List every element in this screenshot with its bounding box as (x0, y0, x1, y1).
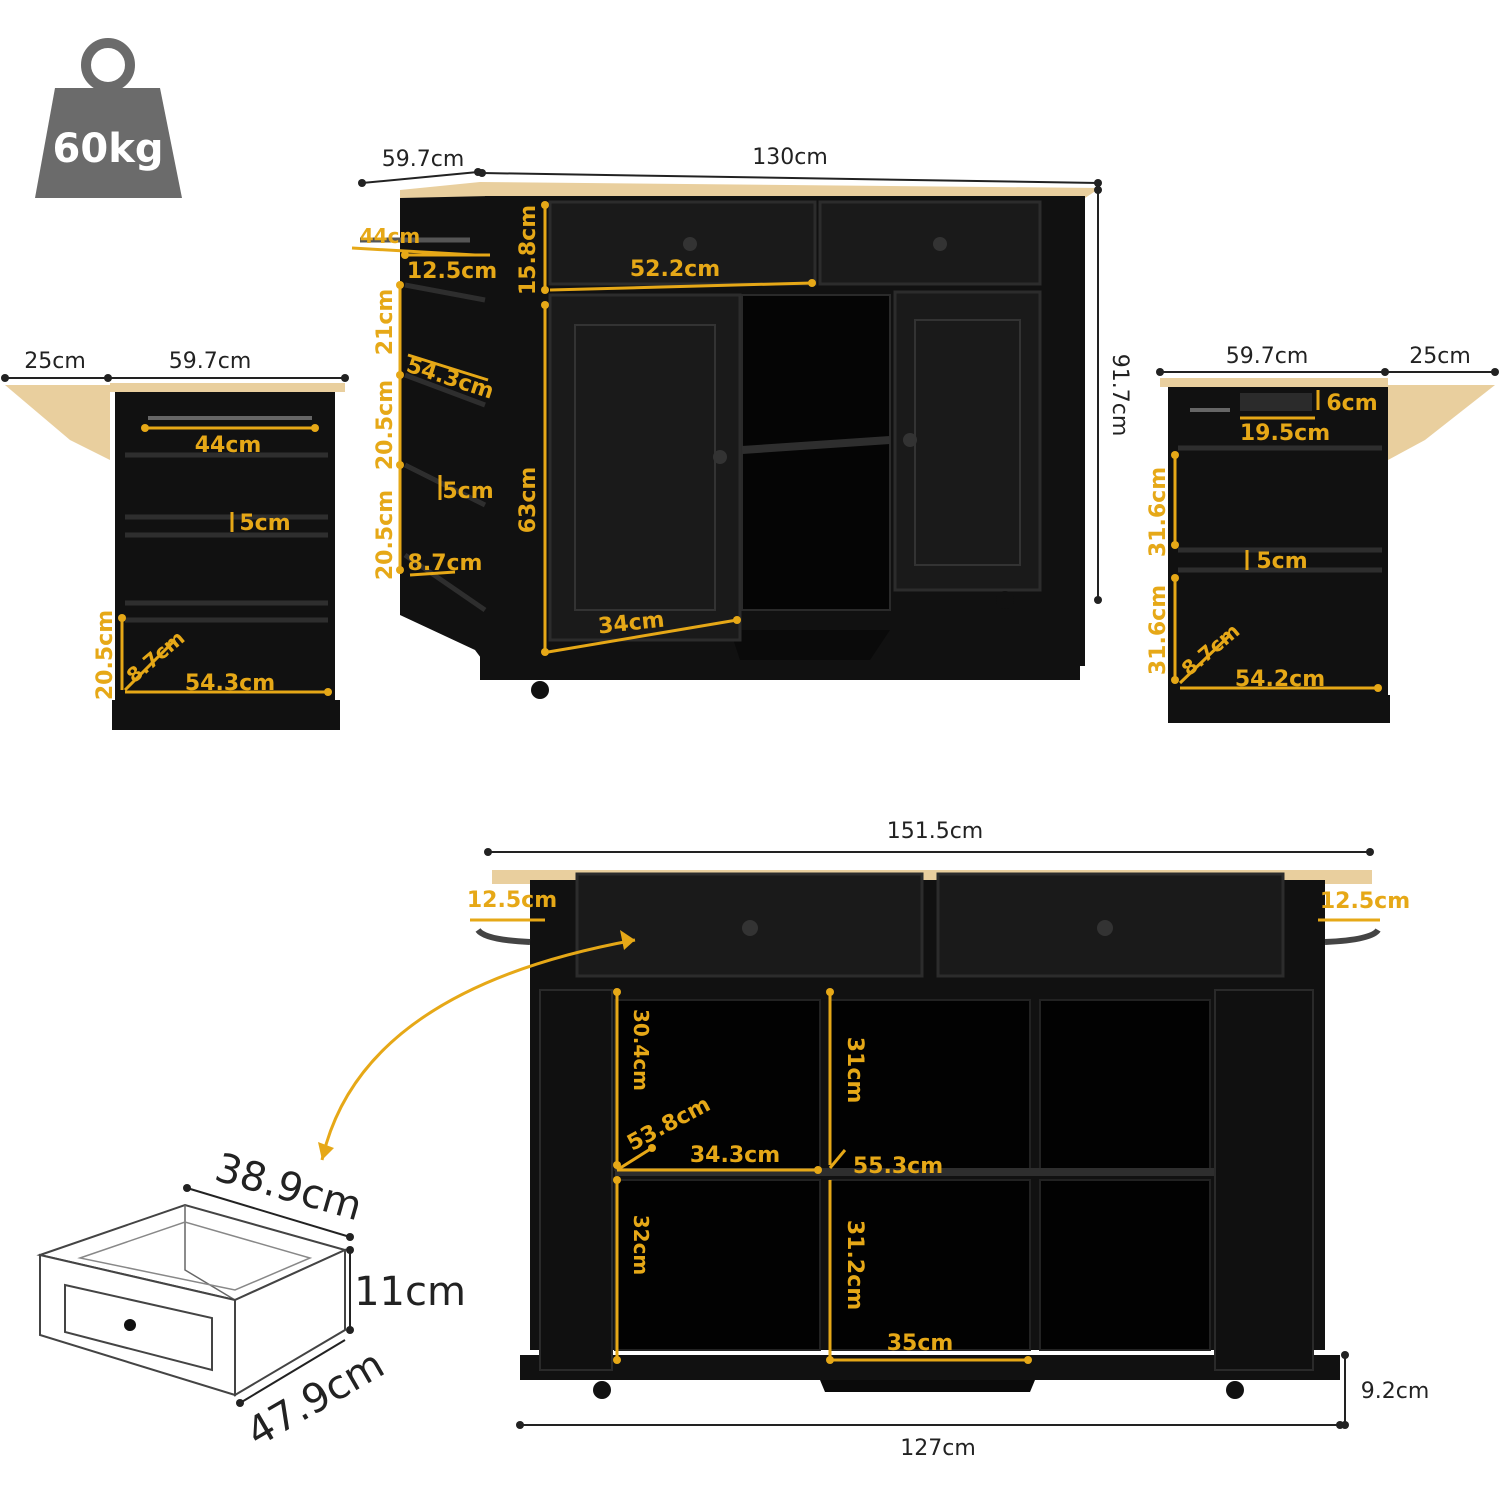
main-side-shelf-depth-label: 12.5cm (407, 259, 497, 284)
open-cabinet-view (475, 870, 1381, 1399)
main-depth-label: 59.7cm (382, 147, 465, 172)
main-side-shelf-2-label: 20.5cm (373, 380, 398, 470)
main-side-shelf-3-label: 20.5cm (373, 490, 398, 580)
open-left-overhang-label: 12.5cm (467, 888, 557, 913)
drawer-width-label: 38.9cm (210, 1145, 367, 1231)
main-cabinet-height-label: 63cm (516, 467, 541, 534)
main-drawer-width-label: 52.2cm (630, 257, 720, 282)
open-door-shelf-top-label: 30.4cm (629, 1009, 653, 1091)
open-shelf-width-left-label: 34.3cm (690, 1143, 780, 1168)
main-depth-line (361, 171, 479, 184)
weight-icon (35, 38, 182, 198)
right-gap-label: 5cm (1256, 549, 1307, 574)
main-rail-label: 44cm (360, 224, 421, 248)
right-shelf-2-label: 31.6cm (1146, 585, 1171, 675)
open-upper-height-label: 31cm (842, 1037, 867, 1104)
left-gap-label: 5cm (239, 511, 290, 536)
open-right-overhang-label: 12.5cm (1320, 889, 1410, 914)
right-depth-label: 59.7cm (1226, 344, 1309, 369)
left-shelf-length-label: 54.3cm (185, 671, 275, 696)
drawer-callout-arrow (320, 938, 636, 1161)
drawer-height-label: 11cm (354, 1269, 466, 1315)
open-body-width-label: 127cm (900, 1436, 976, 1461)
main-side-shelf-1-label: 21cm (373, 289, 398, 356)
power-socket-icon (1240, 393, 1312, 411)
open-total-width-label: 151.5cm (887, 819, 984, 844)
right-shelf-length-label: 54.2cm (1235, 667, 1325, 692)
left-depth-label: 59.7cm (169, 349, 252, 374)
right-socket-height-label: 6cm (1326, 391, 1377, 416)
open-door-shelf-bottom-label: 32cm (629, 1215, 653, 1276)
right-socket-width-label: 19.5cm (1240, 421, 1330, 446)
main-side-shelf-lip-label: 8.7cm (408, 551, 483, 576)
open-base-height-label: 9.2cm (1361, 1379, 1430, 1404)
main-height-label: 91.7cm (1107, 354, 1132, 437)
right-side-view (1160, 378, 1495, 723)
main-width-label: 130cm (752, 145, 828, 170)
left-shelf-height-label: 20.5cm (93, 610, 118, 700)
right-leaf-label: 25cm (1409, 344, 1471, 369)
left-leaf-label: 25cm (24, 349, 86, 374)
main-drawer-height-label: 15.8cm (516, 205, 541, 295)
left-rail-label: 44cm (195, 433, 262, 458)
weight-label: 60kg (53, 126, 164, 172)
main-width-line (481, 172, 1099, 184)
left-side-view (5, 383, 345, 730)
main-side-shelf-gap-label: 5cm (442, 479, 493, 504)
drawer-detail-drawing (36, 1203, 348, 1397)
right-shelf-1-label: 31.6cm (1146, 467, 1171, 557)
main-cabinet-view (360, 182, 1100, 699)
open-bottom-width-label: 35cm (887, 1331, 954, 1356)
open-shelf-depth-center-label: 55.3cm (853, 1154, 943, 1179)
open-lower-height-label: 31.2cm (842, 1220, 867, 1310)
